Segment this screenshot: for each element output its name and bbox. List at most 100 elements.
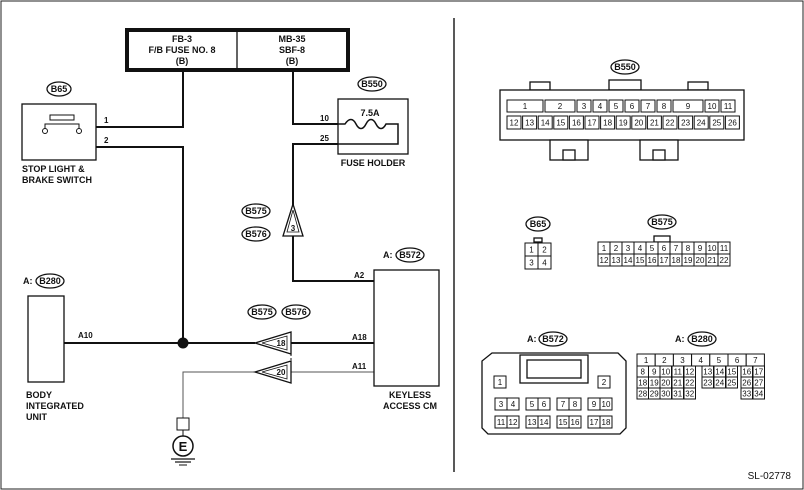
b572-pin-2-cell (597, 375, 611, 389)
b572-pin-18-cell (599, 415, 613, 429)
b575-pin-10: 10 (708, 244, 717, 253)
b280-pin-13: 13 (703, 368, 712, 377)
b575-pin-5: 5 (650, 244, 655, 253)
b572-pin-16-cell (568, 415, 582, 429)
b550-pin-4-cell (592, 99, 608, 113)
b575-callout-mid (247, 304, 277, 320)
b572-pin-1: 1 (498, 378, 503, 387)
b550-pin-16: 16 (572, 119, 581, 128)
b550-pin-23-cell (678, 115, 694, 130)
b550-pin-24-cell (693, 115, 709, 130)
b280-pin-23: 23 (703, 379, 712, 388)
b575-callout-mid-label: B575 (251, 307, 273, 317)
b550-pin-5: 5 (614, 102, 619, 111)
b550-pin-6: 6 (630, 102, 635, 111)
b550-pin-20: 20 (634, 119, 643, 128)
b280-pin-2: 2 (662, 356, 667, 365)
b65-pin-4: 4 (542, 259, 547, 268)
b550-pin-11: 11 (724, 102, 733, 111)
b280-pin-25: 25 (727, 379, 736, 388)
b572-view-label: B572 (542, 334, 564, 344)
b65-callout (46, 81, 72, 97)
b550-pin-14-cell (537, 115, 553, 130)
b575-pin-13: 13 (612, 256, 621, 265)
b280-pin-4: 4 (698, 356, 703, 365)
b280-pin-15: 15 (727, 368, 736, 377)
b550-pin-7-cell (640, 99, 656, 113)
b280-view-label: B280 (691, 334, 713, 344)
fuse-holder-label: FUSE HOLDER (341, 158, 406, 168)
bcm-label-3: UNIT (26, 412, 47, 422)
fuse-box-right-line1: MB-35 (278, 34, 305, 44)
b550-pin-8: 8 (662, 102, 667, 111)
b280-pin-11: 11 (674, 368, 683, 377)
b572-pin-13: 13 (528, 418, 537, 427)
b550-pin-21: 21 (650, 119, 659, 128)
b280-pin-22: 22 (685, 379, 694, 388)
b575-pin-4: 4 (638, 244, 643, 253)
b572-pin-5: 5 (530, 400, 535, 409)
b280-pin-27: 27 (754, 379, 763, 388)
b65-callout-label: B65 (51, 84, 68, 94)
b576-callout-top (241, 226, 271, 242)
inline-top-pin: 3 (291, 224, 296, 233)
b550-pin-25-cell (709, 115, 725, 130)
b280-view-prefix: A: (675, 334, 685, 344)
b575-callout-top-label: B575 (245, 206, 267, 216)
b280-pin-29: 29 (650, 390, 659, 399)
b550-pin-4: 4 (598, 102, 603, 111)
fuse-pin-10: 10 (320, 114, 329, 123)
b550-pin-3: 3 (582, 102, 587, 111)
b572-pin-7: 7 (561, 400, 566, 409)
b550-pin-21-cell (646, 115, 662, 130)
b550-pin-19: 19 (619, 119, 628, 128)
b280-callout-label: B280 (39, 276, 61, 286)
b550-pin-13: 13 (525, 119, 534, 128)
b572-pin-14: 14 (540, 418, 549, 427)
b280-pin-34-cell (752, 387, 765, 400)
b550-pin-20-cell (631, 115, 647, 130)
b572-callout-label: B572 (399, 250, 421, 260)
b65-pin-1: 1 (529, 246, 534, 255)
b575-pin-19: 19 (684, 256, 693, 265)
b572-pin-10-cell (599, 397, 613, 411)
b575-pin-6: 6 (662, 244, 667, 253)
b550-pin-1: 1 (523, 102, 528, 111)
b576-callout-mid (281, 304, 311, 320)
keyless-label-1: KEYLESS (389, 390, 431, 400)
keyless-access-cm (373, 269, 440, 387)
b550-pin-14: 14 (541, 119, 550, 128)
b280-pin-8: 8 (641, 368, 646, 377)
b550-pin-7: 7 (646, 102, 651, 111)
b572-pin-6-cell (537, 397, 551, 411)
b280-pin-21: 21 (673, 379, 682, 388)
b550-pin-5-cell (608, 99, 624, 113)
b280-pin-30: 30 (661, 390, 670, 399)
b280-pin-28: 28 (638, 390, 647, 399)
b575-view-label: B575 (651, 217, 673, 227)
fuse-pin-25: 25 (320, 134, 329, 143)
b550-pin-23: 23 (681, 119, 690, 128)
wires (38, 70, 374, 420)
b575-pin-3: 3 (626, 244, 631, 253)
b550-pin-18: 18 (603, 119, 612, 128)
b280-pin-7: 7 (753, 356, 758, 365)
b280-pin-1: 1 (644, 356, 649, 365)
b550-pin-10: 10 (708, 102, 717, 111)
b280-pin-14: 14 (715, 368, 724, 377)
b280-pin-24: 24 (715, 379, 724, 388)
inline-pin-20: 20 (277, 368, 286, 377)
body-integrated-unit (27, 295, 65, 383)
b575-pin-14: 14 (624, 256, 633, 265)
b65-pin-3: 3 (529, 259, 534, 268)
b550-pin-18-cell (600, 115, 616, 130)
b280-pin-34: 34 (754, 390, 763, 399)
b572-pin-12: 12 (509, 418, 518, 427)
b550-pin-1-cell (506, 99, 544, 113)
b575-pin-12: 12 (600, 256, 609, 265)
switch-label-1: STOP LIGHT & (22, 164, 85, 174)
b280-pin-20: 20 (661, 379, 670, 388)
b572-pin-3: 3 (499, 400, 504, 409)
switch-pin-2: 2 (104, 136, 109, 145)
